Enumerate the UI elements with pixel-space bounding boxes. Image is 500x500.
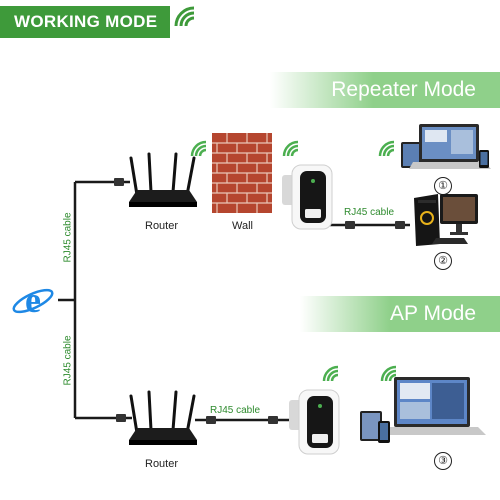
wifi-extender-icon [282,164,333,230]
wifi-icon [380,365,397,382]
device-number-3: ③ [434,452,452,470]
router-label-bottom: Router [145,458,179,470]
wifi-icon [190,140,207,157]
laptop-icon [360,377,486,443]
rj45-label-ap: RJ45 cable [210,405,261,416]
ap-mode-band: AP Mode [300,296,500,332]
wall-label: Wall [232,220,253,232]
wifi-icon [174,6,195,27]
repeater-mode-band: Repeater Mode [270,72,500,108]
device-number-2: ② [434,252,452,270]
desktop-pc-icon [414,194,478,246]
wifi-icon [282,140,299,157]
laptop-icon [401,124,491,169]
router-icon [129,152,197,207]
rj45-vertical-label-bottom: RJ45 cable [62,335,74,386]
router-label-top: Router [145,220,179,232]
svg-text:e: e [25,280,41,320]
wifi-extender-icon [289,389,340,455]
rj45-label-repeater: RJ45 cable [344,207,395,218]
working-mode-title: WORKING MODE [0,6,170,38]
router-icon [129,390,197,445]
rj45-vertical-label-top: RJ45 cable [62,212,74,263]
repeater-mode-label: Repeater Mode [331,78,476,101]
wifi-icon [322,365,339,382]
brick-wall-icon [212,133,272,213]
internet-explorer-icon: e [12,280,54,320]
wifi-icon [378,140,395,157]
ap-mode-label: AP Mode [390,302,476,325]
